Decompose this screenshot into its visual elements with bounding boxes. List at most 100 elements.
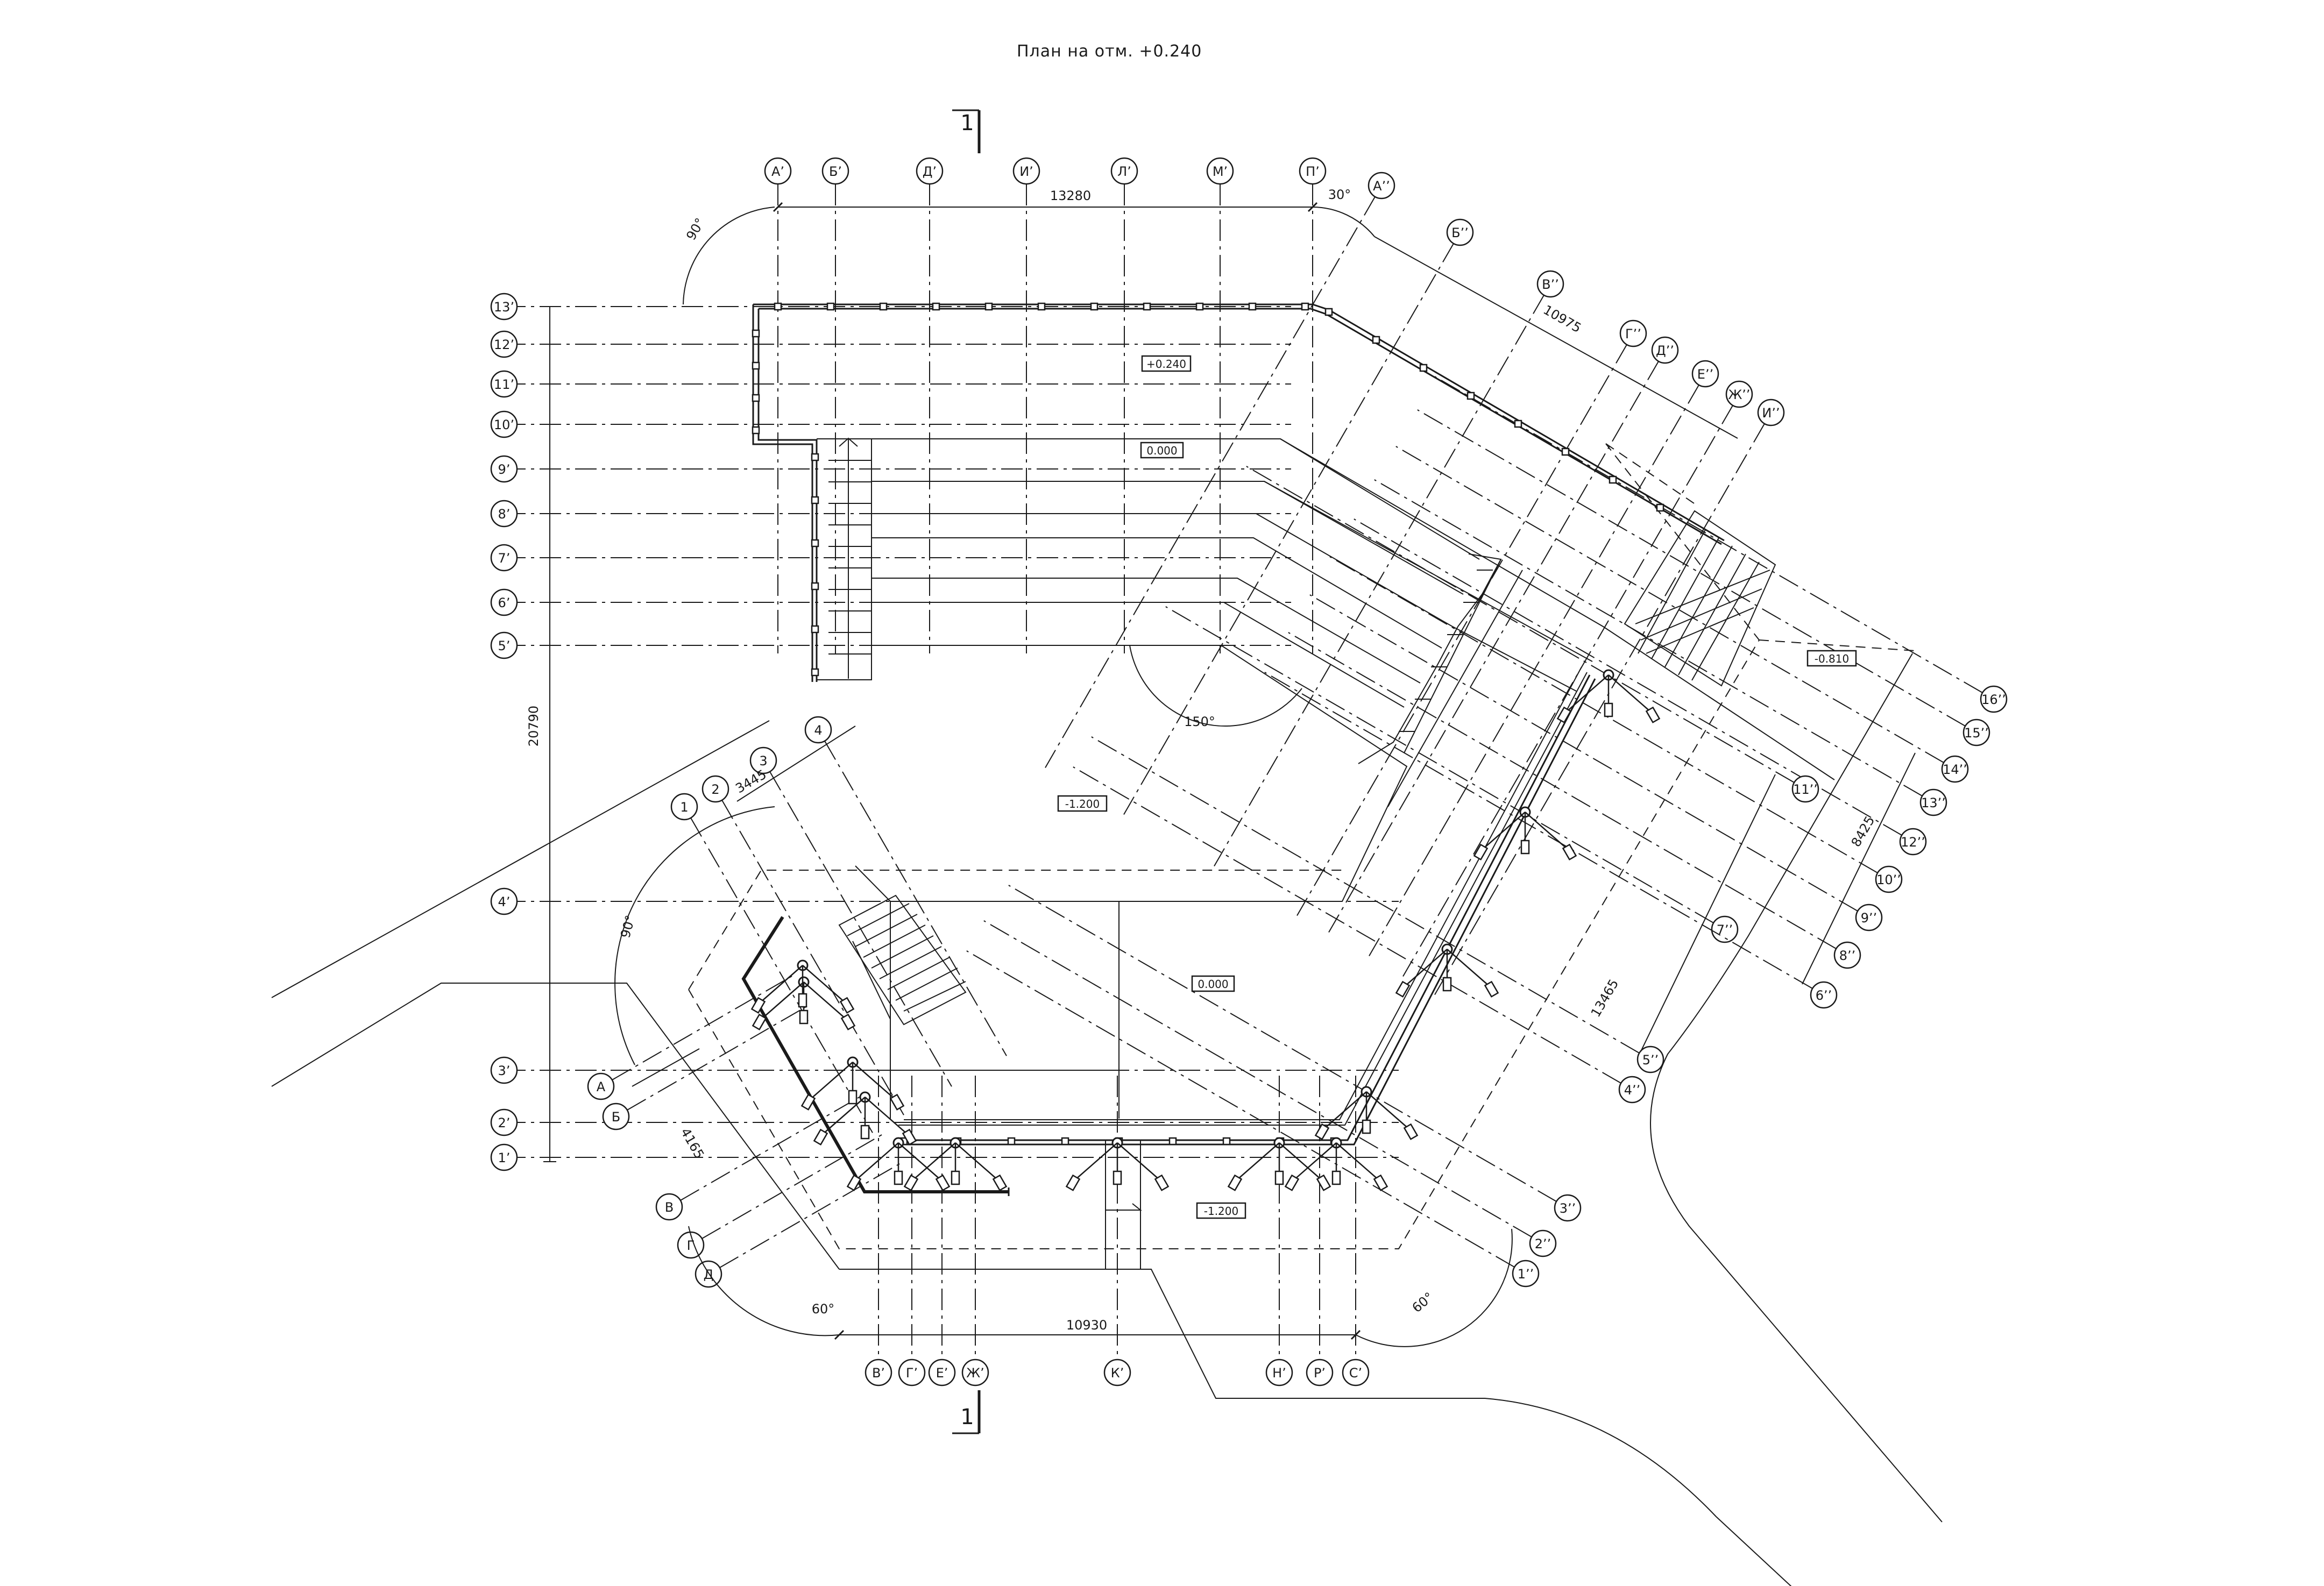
level-mark-text: -1.200 [1065,798,1100,810]
axis-bubble-top: Д’ [916,157,944,185]
axis-label: Б’ [829,164,842,179]
axis-bubble-left: 6’ [490,588,518,616]
tripod-support [800,1056,905,1111]
column [1514,419,1522,428]
axis-label: 2 [711,782,719,797]
column [1037,302,1046,311]
section-label: 1 [960,111,974,136]
axis-label: 12’ [494,337,514,352]
upper-left-stair [817,437,872,680]
tripod-support [1284,1137,1388,1191]
tripod-support [1395,943,1499,998]
column [1301,302,1309,311]
tripod-support [1556,669,1661,723]
column [774,302,782,311]
axis-label: 10’’ [1876,872,1901,887]
tripod-support [846,1137,951,1191]
axis-label: В’’ [1542,277,1559,292]
column [811,625,819,634]
axis-bubble-bottom: Г’ [898,1359,926,1386]
axis-bubble-top: Б’ [821,157,849,185]
axis-label: 6’’ [1816,988,1832,1003]
axis-bubble-bottom: С’ [1342,1359,1370,1386]
angle-label: 60° [812,1301,835,1317]
angle-label: 90° [683,216,708,243]
axis-label: И’’ [1762,406,1780,421]
axis-label: Ж’ [966,1365,984,1381]
axis-label: Б’’ [1451,225,1469,240]
page-title: План на отм. +0.240 [1017,42,1202,61]
axis-bubble-diagonal: Ж’’ [1725,380,1753,408]
axis-bubble-left: 1’ [490,1143,518,1171]
axis-bubble-left: 8’ [490,500,518,528]
column [1248,302,1257,311]
axis-bubble-right: 12’’ [1899,828,1927,856]
axis-label: Ж’’ [1728,387,1750,402]
axis-bubble-right: 16’’ [1980,685,2008,713]
section-mark: 1 [952,1390,981,1434]
axis-label: 2’’ [1535,1236,1551,1251]
dimension-lines [543,202,1916,1347]
column [752,394,760,402]
axis-bubble-right: 8’’ [1833,941,1861,969]
column [1656,503,1664,512]
axis-label: 3’ [498,1063,511,1078]
axis-label: 5’ [498,638,511,653]
dimension-label: 13280 [1050,188,1091,203]
column [1372,336,1380,344]
column [811,453,819,461]
axis-bubble-diagonal: Г’’ [1619,319,1647,347]
axis-label: Б [612,1110,620,1125]
axis-label: Н’ [1272,1365,1286,1381]
axis-bubble-right: 14’’ [1941,755,1969,783]
grid-axes: А’Б’Д’И’Л’М’П’13’12’11’10’9’8’7’6’5’4’3’… [490,109,2008,1434]
axis-bubble-right: 1’’ [1512,1260,1540,1288]
level-mark: -1.200 [1057,795,1108,812]
axis-label: 7’ [498,551,511,566]
level-mark: -0.810 [1806,650,1857,667]
column [752,361,760,370]
axis-bubble-top: И’ [1012,157,1040,185]
dimension-label: 4165 [678,1126,707,1162]
axis-bubble-right: 2’’ [1529,1229,1557,1257]
axis-label: Е’’ [1697,367,1713,382]
axis-bubble-bottom: К’ [1103,1359,1131,1386]
tripod-support [903,1137,1008,1191]
axis-bubble-lower-left: Д [695,1260,722,1288]
axis-label: Д [704,1267,714,1282]
angle-label: 30° [1328,187,1351,202]
column [984,302,993,311]
column [811,539,819,547]
tripod-support [752,976,856,1030]
axis-label: Е’ [936,1365,948,1381]
level-mark: 0.000 [1140,442,1184,459]
axis-label: 11’ [494,377,514,392]
axis-label: 10’ [494,417,514,432]
axis-bubble-left: 3’ [490,1056,518,1084]
column [932,302,940,311]
column [879,302,888,311]
tripod-support [1314,1086,1419,1140]
axis-bubble-lower-left: В [655,1193,683,1221]
axis-bubble-left: 2’ [490,1108,518,1136]
axis-bubble-left: 5’ [490,631,518,659]
axis-label: И’ [1019,164,1033,179]
level-mark-text: -0.810 [1815,652,1849,665]
axis-label: 9’ [498,462,511,477]
section-label: 1 [960,1405,974,1429]
column [1143,302,1151,311]
axis-bubble-bottom: В’ [865,1359,892,1386]
axis-label: М’ [1213,164,1228,179]
dimension-label: 10930 [1066,1318,1107,1333]
tripod-support [1227,1137,1331,1191]
axis-bubble-diagonal: Д’’ [1651,336,1679,364]
axis-label: Г [687,1238,695,1253]
axis-bubble-bottom: Е’ [928,1359,956,1386]
axis-bubble-top: Л’ [1110,157,1138,185]
axis-bubble-diagonal: И’’ [1757,399,1785,426]
tripod-support [1473,806,1577,860]
column [1561,447,1570,456]
axis-bubble-lower-left: 1 [670,793,698,821]
axis-label: 16’’ [1981,692,2006,707]
axis-label: 12’’ [1901,835,1925,850]
